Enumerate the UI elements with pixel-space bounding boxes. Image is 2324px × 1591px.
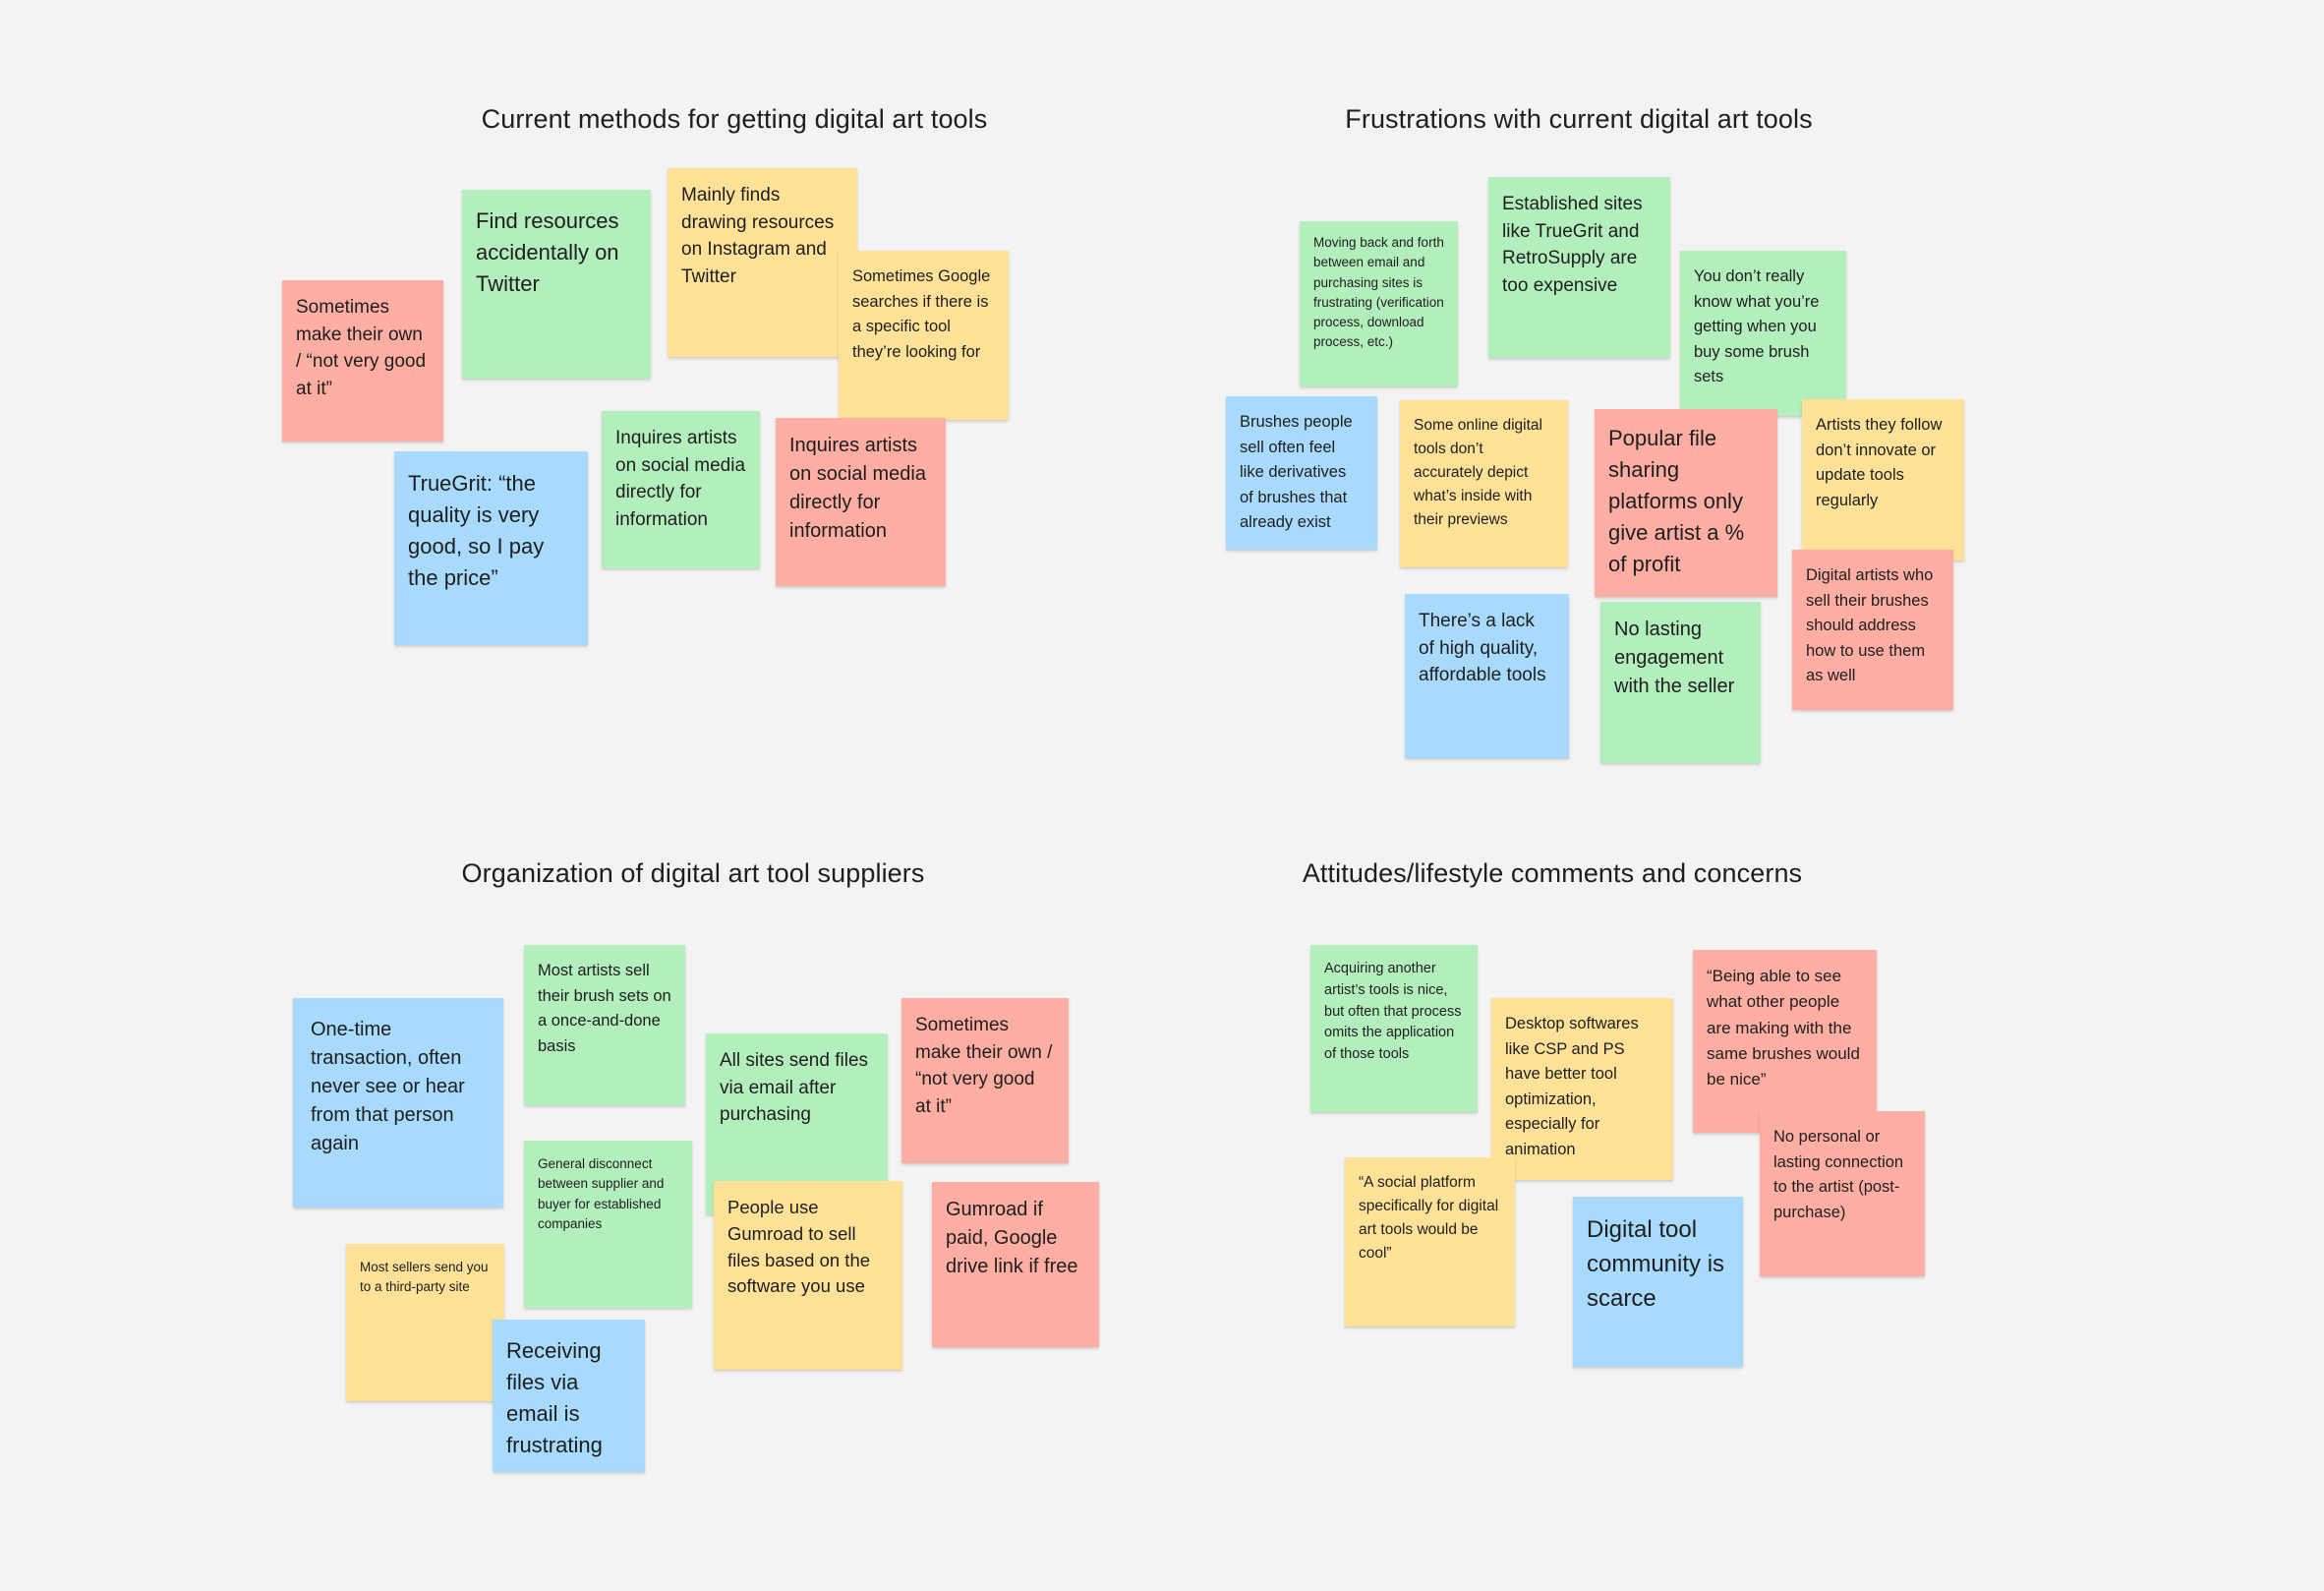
section-title-attitudes: Attitudes/lifestyle comments and concern… bbox=[1302, 858, 1803, 888]
sticky-note[interactable]: Sometimes make their own / “not very goo… bbox=[901, 998, 1069, 1163]
sticky-note[interactable]: Digital artists who sell their brushes s… bbox=[1792, 550, 1953, 710]
sticky-note[interactable]: Desktop softwares like CSP and PS have b… bbox=[1491, 998, 1673, 1180]
sticky-note[interactable]: One-time transaction, often never see or… bbox=[293, 998, 503, 1208]
sticky-note[interactable]: “Being able to see what other people are… bbox=[1693, 950, 1877, 1133]
sticky-note[interactable]: Most artists sell their brush sets on a … bbox=[524, 945, 685, 1105]
sticky-note[interactable]: Acquiring another artist’s tools is nice… bbox=[1310, 945, 1478, 1112]
sticky-note[interactable]: Sometimes Google searches if there is a … bbox=[839, 251, 1009, 420]
sticky-note[interactable]: Gumroad if paid, Google drive link if fr… bbox=[932, 1182, 1099, 1347]
sticky-note[interactable]: You don’t really know what you’re gettin… bbox=[1680, 251, 1846, 416]
sticky-note[interactable]: Receiving files via email is frustrating bbox=[493, 1320, 645, 1472]
sticky-note[interactable]: Moving back and forth between email and … bbox=[1300, 221, 1458, 386]
sticky-note[interactable]: Sometimes make their own / “not very goo… bbox=[282, 280, 443, 442]
sticky-note[interactable]: Digital tool community is scarce bbox=[1573, 1197, 1743, 1367]
sticky-note[interactable]: No personal or lasting connection to the… bbox=[1760, 1111, 1925, 1276]
sticky-note[interactable]: There’s a lack of high quality, affordab… bbox=[1405, 594, 1569, 758]
section-title-current-methods: Current methods for getting digital art … bbox=[481, 104, 988, 134]
sticky-note[interactable]: Inquires artists on social media directl… bbox=[776, 418, 946, 586]
sticky-note[interactable]: Popular file sharing platforms only give… bbox=[1595, 409, 1777, 597]
sticky-note[interactable]: General disconnect between supplier and … bbox=[524, 1141, 692, 1308]
section-title-organization: Organization of digital art tool supplie… bbox=[461, 858, 925, 888]
sticky-note[interactable]: Find resources accidentally on Twitter bbox=[462, 190, 651, 379]
sticky-note[interactable]: TrueGrit: “the quality is very good, so … bbox=[394, 451, 588, 645]
sticky-note[interactable]: Some online digital tools don’t accurate… bbox=[1400, 400, 1568, 567]
sticky-note[interactable]: Established sites like TrueGrit and Retr… bbox=[1488, 177, 1670, 358]
sticky-note[interactable]: Most sellers send you to a third-party s… bbox=[346, 1244, 504, 1401]
section-title-frustrations: Frustrations with current digital art to… bbox=[1345, 104, 1813, 134]
sticky-note[interactable]: No lasting engagement with the seller bbox=[1600, 602, 1761, 763]
sticky-note[interactable]: Inquires artists on social media directl… bbox=[602, 411, 760, 568]
sticky-note[interactable]: People use Gumroad to sell files based o… bbox=[714, 1181, 902, 1370]
sticky-note[interactable]: Mainly finds drawing resources on Instag… bbox=[668, 168, 857, 357]
sticky-note[interactable]: Brushes people sell often feel like deri… bbox=[1226, 396, 1377, 550]
sticky-note[interactable]: “A social platform specifically for digi… bbox=[1345, 1157, 1515, 1326]
sticky-note[interactable]: Artists they follow don’t innovate or up… bbox=[1802, 399, 1964, 560]
